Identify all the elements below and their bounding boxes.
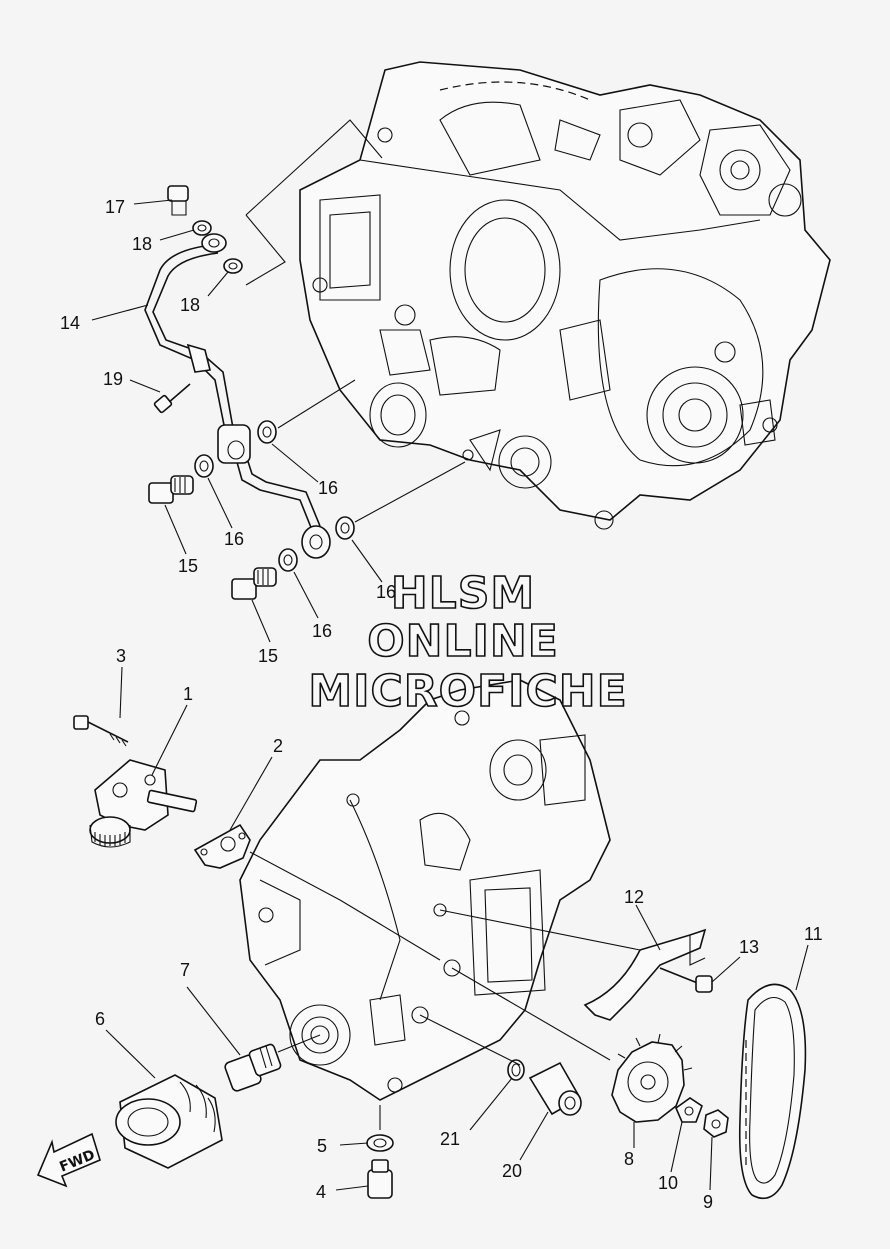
union-bolt-7 xyxy=(224,1043,282,1092)
oil-pump-1 xyxy=(89,759,198,848)
gasket-16b xyxy=(194,454,214,478)
gasket-16c xyxy=(335,516,355,540)
callout-9: 9 xyxy=(703,1192,713,1212)
guide-line-17 xyxy=(245,119,383,216)
callout-16-b: 16 xyxy=(224,529,244,549)
guide-line-8 xyxy=(451,967,611,1061)
callout-2: 2 xyxy=(273,736,283,756)
nut-9 xyxy=(703,1109,729,1138)
copper-washer-18a xyxy=(192,220,212,236)
callout-17: 17 xyxy=(105,197,125,217)
drain-bolt-4 xyxy=(367,1159,393,1199)
callout-16-a: 16 xyxy=(318,478,338,498)
callout-21: 21 xyxy=(440,1129,460,1149)
union-bolt-15b xyxy=(231,567,277,600)
oil-delivery-pipe xyxy=(144,233,331,559)
callout-15-b: 15 xyxy=(258,646,278,666)
gasket-16d xyxy=(278,548,298,572)
guide-line-12 xyxy=(439,909,641,951)
bolt-19 xyxy=(153,383,191,414)
copper-washer-18b xyxy=(223,258,243,274)
callout-3: 3 xyxy=(116,646,126,666)
callout-6: 6 xyxy=(95,1009,105,1029)
callout-5: 5 xyxy=(317,1136,327,1156)
bolt-3 xyxy=(73,715,129,747)
callout-4: 4 xyxy=(316,1182,326,1202)
gasket-16a xyxy=(257,420,277,444)
lower-crankcase xyxy=(239,679,611,1101)
union-bolt-17 xyxy=(167,185,189,216)
union-bolt-15a xyxy=(148,475,194,504)
callout-7: 7 xyxy=(180,960,190,980)
guide-line-16c xyxy=(354,461,466,523)
sprocket-8 xyxy=(611,1033,693,1123)
chain-11 xyxy=(738,983,807,1200)
guide-line-2 xyxy=(249,851,441,961)
callout-13: 13 xyxy=(739,937,759,957)
callout-10: 10 xyxy=(658,1173,678,1193)
strainer-20 xyxy=(528,1061,582,1116)
callout-labels: 17 18 18 14 19 16 16 15 16 16 15 3 1 2 7… xyxy=(60,197,823,1212)
callout-18-upper: 18 xyxy=(132,234,152,254)
callout-18-lower: 18 xyxy=(180,295,200,315)
washer-10 xyxy=(675,1097,703,1123)
bolt-13 xyxy=(659,967,713,993)
watermark-line-2: ONLINE xyxy=(367,616,559,667)
callout-14: 14 xyxy=(60,313,80,333)
callout-1: 1 xyxy=(183,684,193,704)
chain-guide-12 xyxy=(583,928,707,1021)
guide-line-7 xyxy=(277,1034,321,1053)
watermark: HLSM ONLINE MICROFICHE xyxy=(308,567,628,718)
gasket-2 xyxy=(193,823,251,869)
fwd-arrow-icon: FWD xyxy=(36,1132,101,1188)
oil-filter-6 xyxy=(115,1074,223,1169)
callout-12: 12 xyxy=(624,887,644,907)
callout-15-a: 15 xyxy=(178,556,198,576)
callout-16-d: 16 xyxy=(312,621,332,641)
leader-lines xyxy=(91,199,809,1191)
watermark-line-3: MICROFICHE xyxy=(308,666,627,717)
watermark-line-1: HLSM xyxy=(391,568,535,619)
callout-8: 8 xyxy=(624,1149,634,1169)
callout-20: 20 xyxy=(502,1161,522,1181)
guide-line-20 xyxy=(419,1014,521,1066)
upper-engine-assembly xyxy=(299,61,831,530)
callout-16-c: 16 xyxy=(376,582,396,602)
callout-11: 11 xyxy=(804,924,823,944)
guide-line-17b xyxy=(245,214,286,286)
callout-19: 19 xyxy=(103,369,123,389)
guide-line-16a xyxy=(277,379,356,429)
gasket-5 xyxy=(366,1134,394,1152)
